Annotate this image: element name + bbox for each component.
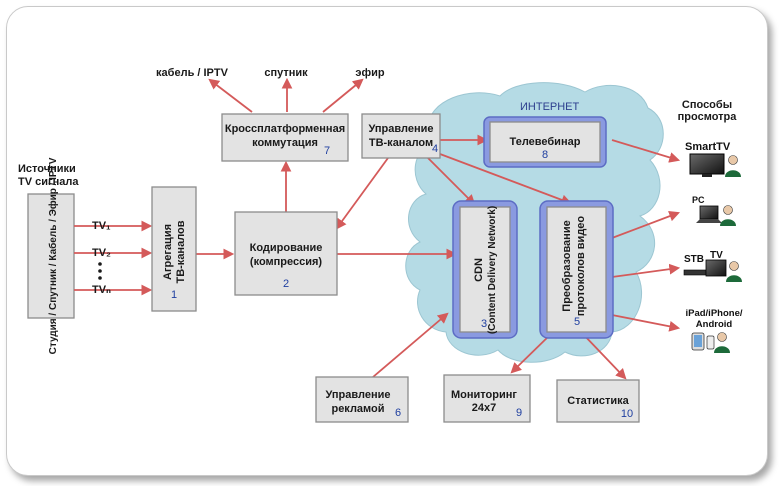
ellipsis-dot <box>98 262 102 266</box>
arrow-cross-air <box>322 78 364 113</box>
encoding-box <box>234 211 338 296</box>
ellipsis-dot <box>98 269 102 273</box>
statistics-label: Статистика <box>567 395 629 407</box>
user-icon <box>726 261 742 282</box>
sources-heading-1: Источники <box>18 163 76 175</box>
encoding-line1: Кодирование <box>250 242 323 254</box>
monitoring-line2: 24x7 <box>472 402 496 414</box>
aggregation-line2: ТВ-каналов <box>175 220 187 283</box>
crossplatform-line2: коммутация <box>252 137 318 149</box>
connection-arrows <box>94 77 681 380</box>
output-cable-iptv: кабель / IPTV <box>156 67 229 79</box>
arrow-mgmt-protocol <box>439 153 573 206</box>
monitoring-box <box>443 374 531 423</box>
tv-icon <box>705 259 727 277</box>
user-icon <box>725 155 741 177</box>
monitoring-num: 9 <box>516 407 522 419</box>
channel-mgmt-num: 4 <box>432 143 438 155</box>
ad-mgmt-num: 6 <box>395 407 401 419</box>
channel-tv2: TV₂ <box>92 247 111 259</box>
phone-icon <box>706 335 715 350</box>
smarttv-icon <box>689 153 725 177</box>
webinar-label: Телевебинар <box>510 136 581 148</box>
aggregation-line1: Агрегация <box>162 224 174 280</box>
ad-mgmt-line2: рекламой <box>331 403 384 415</box>
cdn-line2: (Content Delivery Network) <box>487 206 498 334</box>
arrow-ads-cdn <box>372 312 449 378</box>
device-ipad-label: iPad/iPhone/ <box>685 308 742 319</box>
ellipsis-dot <box>98 276 102 280</box>
arrow-ipad <box>611 314 681 332</box>
sources-heading-2: TV сигнала <box>18 176 79 188</box>
cdn-num: 3 <box>481 318 487 330</box>
encoding-num: 2 <box>283 278 289 290</box>
tablet-icon <box>691 332 705 351</box>
user-icon <box>720 205 736 226</box>
arrow-stb <box>611 263 681 278</box>
protocol-box <box>546 206 607 333</box>
device-stb-label: STB <box>684 254 704 265</box>
protocol-num: 5 <box>574 316 580 328</box>
webinar-num: 8 <box>542 149 548 161</box>
channel-tvn: TVₙ <box>92 284 111 296</box>
crossplatform-box <box>221 113 349 162</box>
device-android-label: Android <box>696 319 733 330</box>
channel-mgmt-line2: ТВ-каналом <box>369 137 433 149</box>
channel-mgmt-box <box>361 113 441 159</box>
channel-mgmt-line1: Управление <box>368 123 433 135</box>
protocol-line2: протоколов видео <box>575 216 587 317</box>
cdn-box <box>459 206 511 333</box>
device-smarttv-label: SmartTV <box>685 141 731 153</box>
pc-icon <box>696 205 722 223</box>
aggregation-box <box>151 186 197 312</box>
arrow-smarttv <box>611 139 681 163</box>
cdn-line1: CDN <box>473 258 485 282</box>
encoding-line2: (компрессия) <box>250 256 322 268</box>
webinar-box <box>489 121 601 163</box>
arrow-cross-cable <box>208 78 253 113</box>
crossplatform-line1: Кроссплатформенная <box>225 123 345 135</box>
viewing-heading-1: Способы <box>682 99 732 111</box>
arrow-protocol-monitoring <box>510 332 553 374</box>
statistics-num: 10 <box>621 408 633 420</box>
arrow-pc <box>611 211 681 239</box>
monitoring-line1: Мониторинг <box>451 389 517 401</box>
statistics-box <box>556 379 640 423</box>
arrow-mgmt-enc <box>335 157 389 230</box>
arrow-mgmt-cdn <box>427 157 476 206</box>
crossplatform-num: 7 <box>324 145 330 157</box>
stb-icon <box>683 269 707 276</box>
sources-box-label: Студия / Спутник / Кабель / Эфир / IPTV <box>47 157 59 354</box>
arrow-protocol-stats <box>581 332 627 380</box>
user-icon <box>714 332 730 353</box>
protocol-line1: Преобразование <box>561 220 573 311</box>
aggregation-num: 1 <box>171 289 177 301</box>
output-air: эфир <box>355 67 384 79</box>
ad-mgmt-line1: Управление <box>325 389 390 401</box>
viewing-heading-2: просмотра <box>678 111 738 123</box>
sources-box <box>27 193 75 319</box>
device-tv-label: TV <box>710 250 723 261</box>
output-satellite: спутник <box>264 67 308 79</box>
internet-label: ИНТЕРНЕТ <box>520 101 580 113</box>
device-pc-label: PC <box>692 195 705 205</box>
ad-mgmt-box <box>315 376 409 423</box>
channel-tv1: TV₁ <box>92 220 111 232</box>
